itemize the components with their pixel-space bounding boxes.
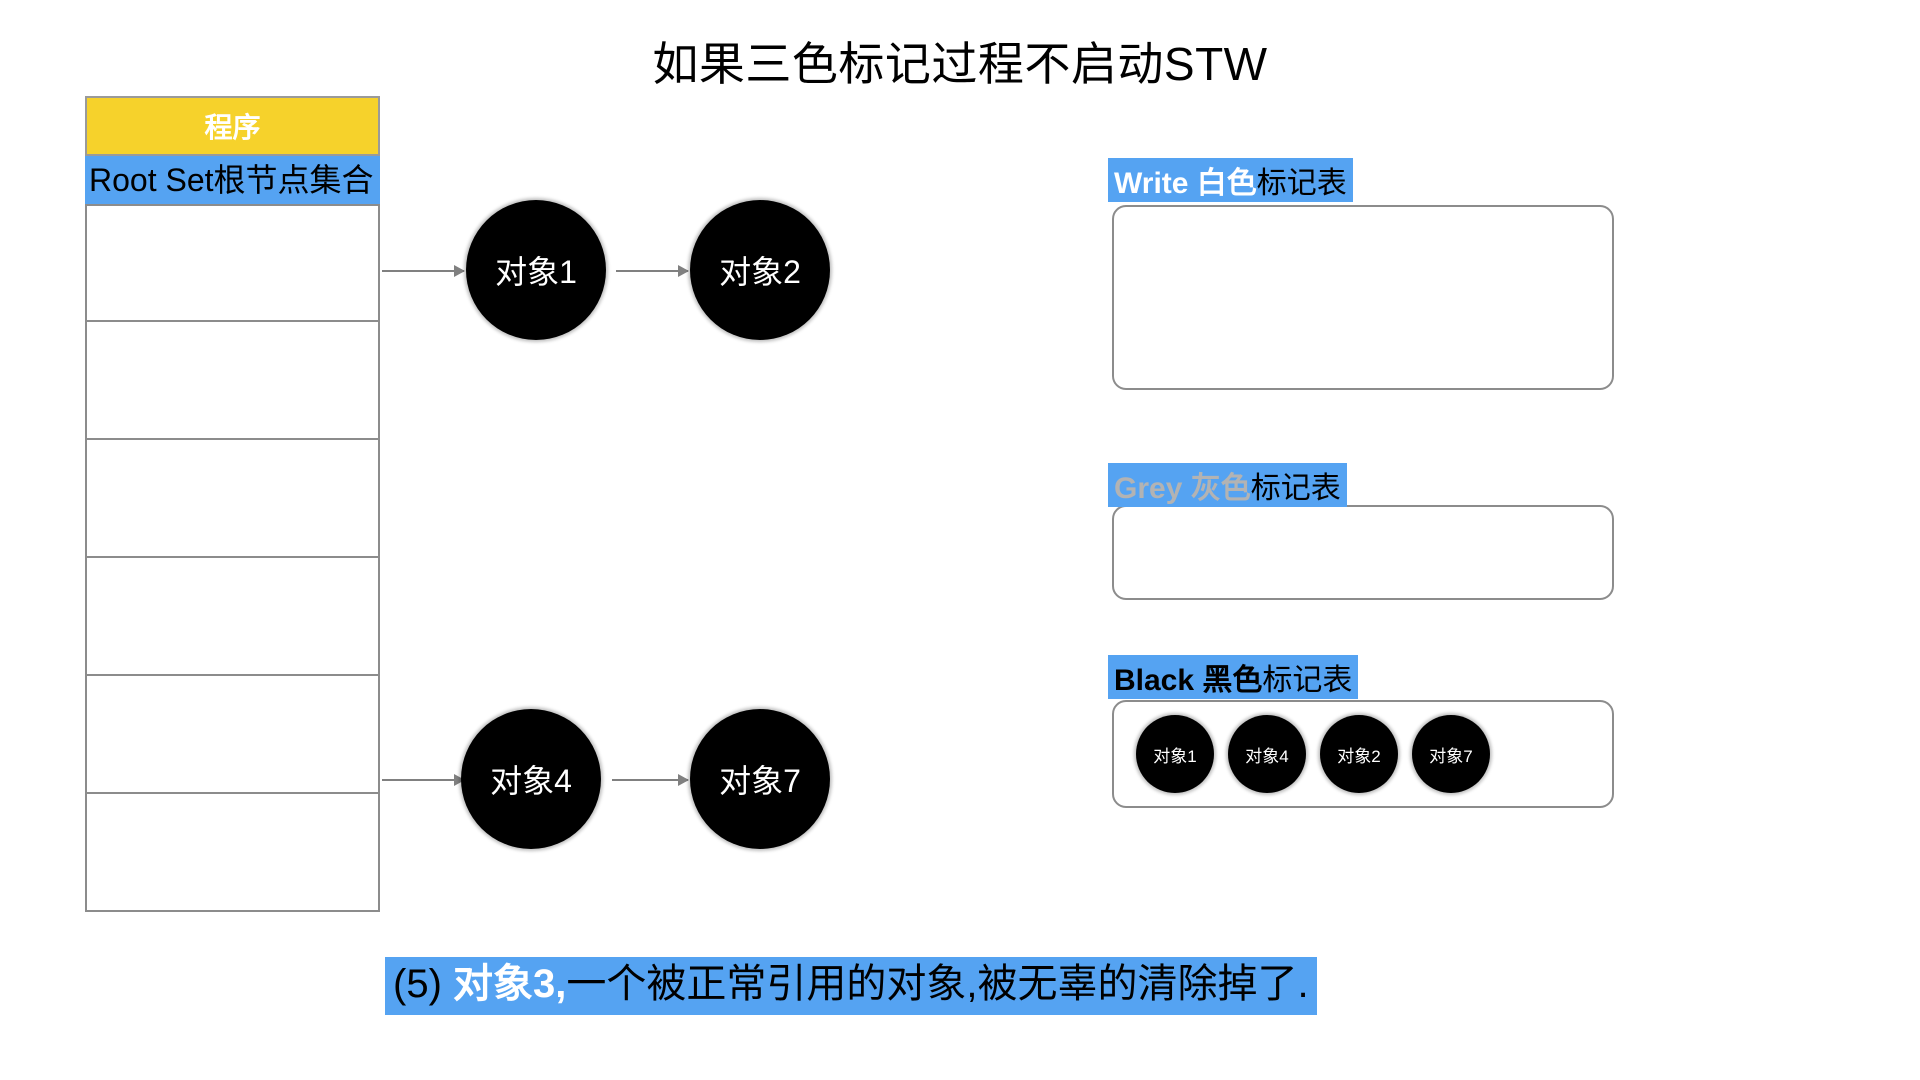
white-mark-table-box[interactable]	[1112, 205, 1614, 390]
black-mark-chip-3-label: 对象2	[1337, 746, 1381, 766]
root-set-header-row: Root Set根节点集合	[85, 156, 380, 204]
program-root-set-table: 程序 Root Set根节点集合	[85, 96, 380, 912]
black-mark-chip-2[interactable]: 对象4	[1228, 715, 1306, 793]
root-set-row-4	[85, 558, 380, 676]
graph-node-object4-label: 对象4	[490, 763, 572, 799]
arrow-object4-to-object7	[612, 774, 689, 786]
page-title: 如果三色标记过程不启动STW	[652, 38, 1268, 90]
black-mark-chip-1-label: 对象1	[1153, 746, 1197, 766]
arrow-object1-to-object2	[616, 265, 689, 277]
black-mark-chip-4-label: 对象7	[1429, 746, 1473, 766]
root-set-row-6	[85, 794, 380, 912]
white-mark-table-label: Write 白色 标记表	[1108, 158, 1353, 202]
black-mark-suffix: 标记表	[1262, 664, 1353, 697]
black-mark-chip-1[interactable]: 对象1	[1136, 715, 1214, 793]
graph-node-object2-label: 对象2	[719, 254, 801, 290]
root-set-label: Root Set根节点集合	[89, 162, 374, 198]
grey-mark-table-label: Grey 灰色 标记表	[1108, 463, 1347, 507]
black-mark-table-label: Black 黑色 标记表	[1108, 655, 1359, 699]
grey-mark-table-box[interactable]	[1112, 505, 1614, 600]
caption-step-number: (5)	[393, 962, 453, 1006]
graph-node-object2[interactable]: 对象2	[690, 200, 830, 340]
white-mark-keyword: Write 白色	[1114, 167, 1257, 200]
grey-mark-suffix: 标记表	[1250, 472, 1341, 505]
root-set-row-2	[85, 322, 380, 440]
graph-node-object7-label: 对象7	[719, 763, 801, 799]
black-mark-keyword: Black 黑色	[1114, 664, 1263, 697]
graph-node-object7[interactable]: 对象7	[690, 709, 830, 849]
arrow-rootset-to-object1	[382, 265, 465, 277]
black-mark-chip-3[interactable]: 对象2	[1320, 715, 1398, 793]
black-mark-table-box[interactable]: 对象1 对象4 对象2 对象7	[1112, 700, 1614, 808]
graph-node-object1[interactable]: 对象1	[466, 200, 606, 340]
caption-banner: (5) 对象3,一个被正常引用的对象,被无辜的清除掉了.	[385, 957, 1317, 1015]
program-header: 程序	[85, 96, 380, 156]
white-mark-suffix: 标记表	[1256, 167, 1347, 200]
grey-mark-keyword: Grey 灰色	[1114, 472, 1251, 505]
arrow-rootset-to-object4	[382, 774, 465, 786]
program-header-label: 程序	[204, 112, 261, 143]
caption-rest-text: 一个被正常引用的对象,被无辜的清除掉了.	[566, 962, 1309, 1006]
black-mark-chip-4[interactable]: 对象7	[1412, 715, 1490, 793]
black-mark-chip-2-label: 对象4	[1245, 746, 1289, 766]
black-mark-chip-list: 对象1 对象4 对象2 对象7	[1136, 702, 1490, 806]
root-set-highlight: Root Set根节点集合	[85, 156, 380, 204]
graph-node-object4[interactable]: 对象4	[461, 709, 601, 849]
graph-node-object1-label: 对象1	[495, 254, 577, 290]
root-set-row-1	[85, 204, 380, 322]
root-set-row-3	[85, 440, 380, 558]
caption-highlight-object: 对象3,	[453, 962, 567, 1006]
root-set-row-5	[85, 676, 380, 794]
